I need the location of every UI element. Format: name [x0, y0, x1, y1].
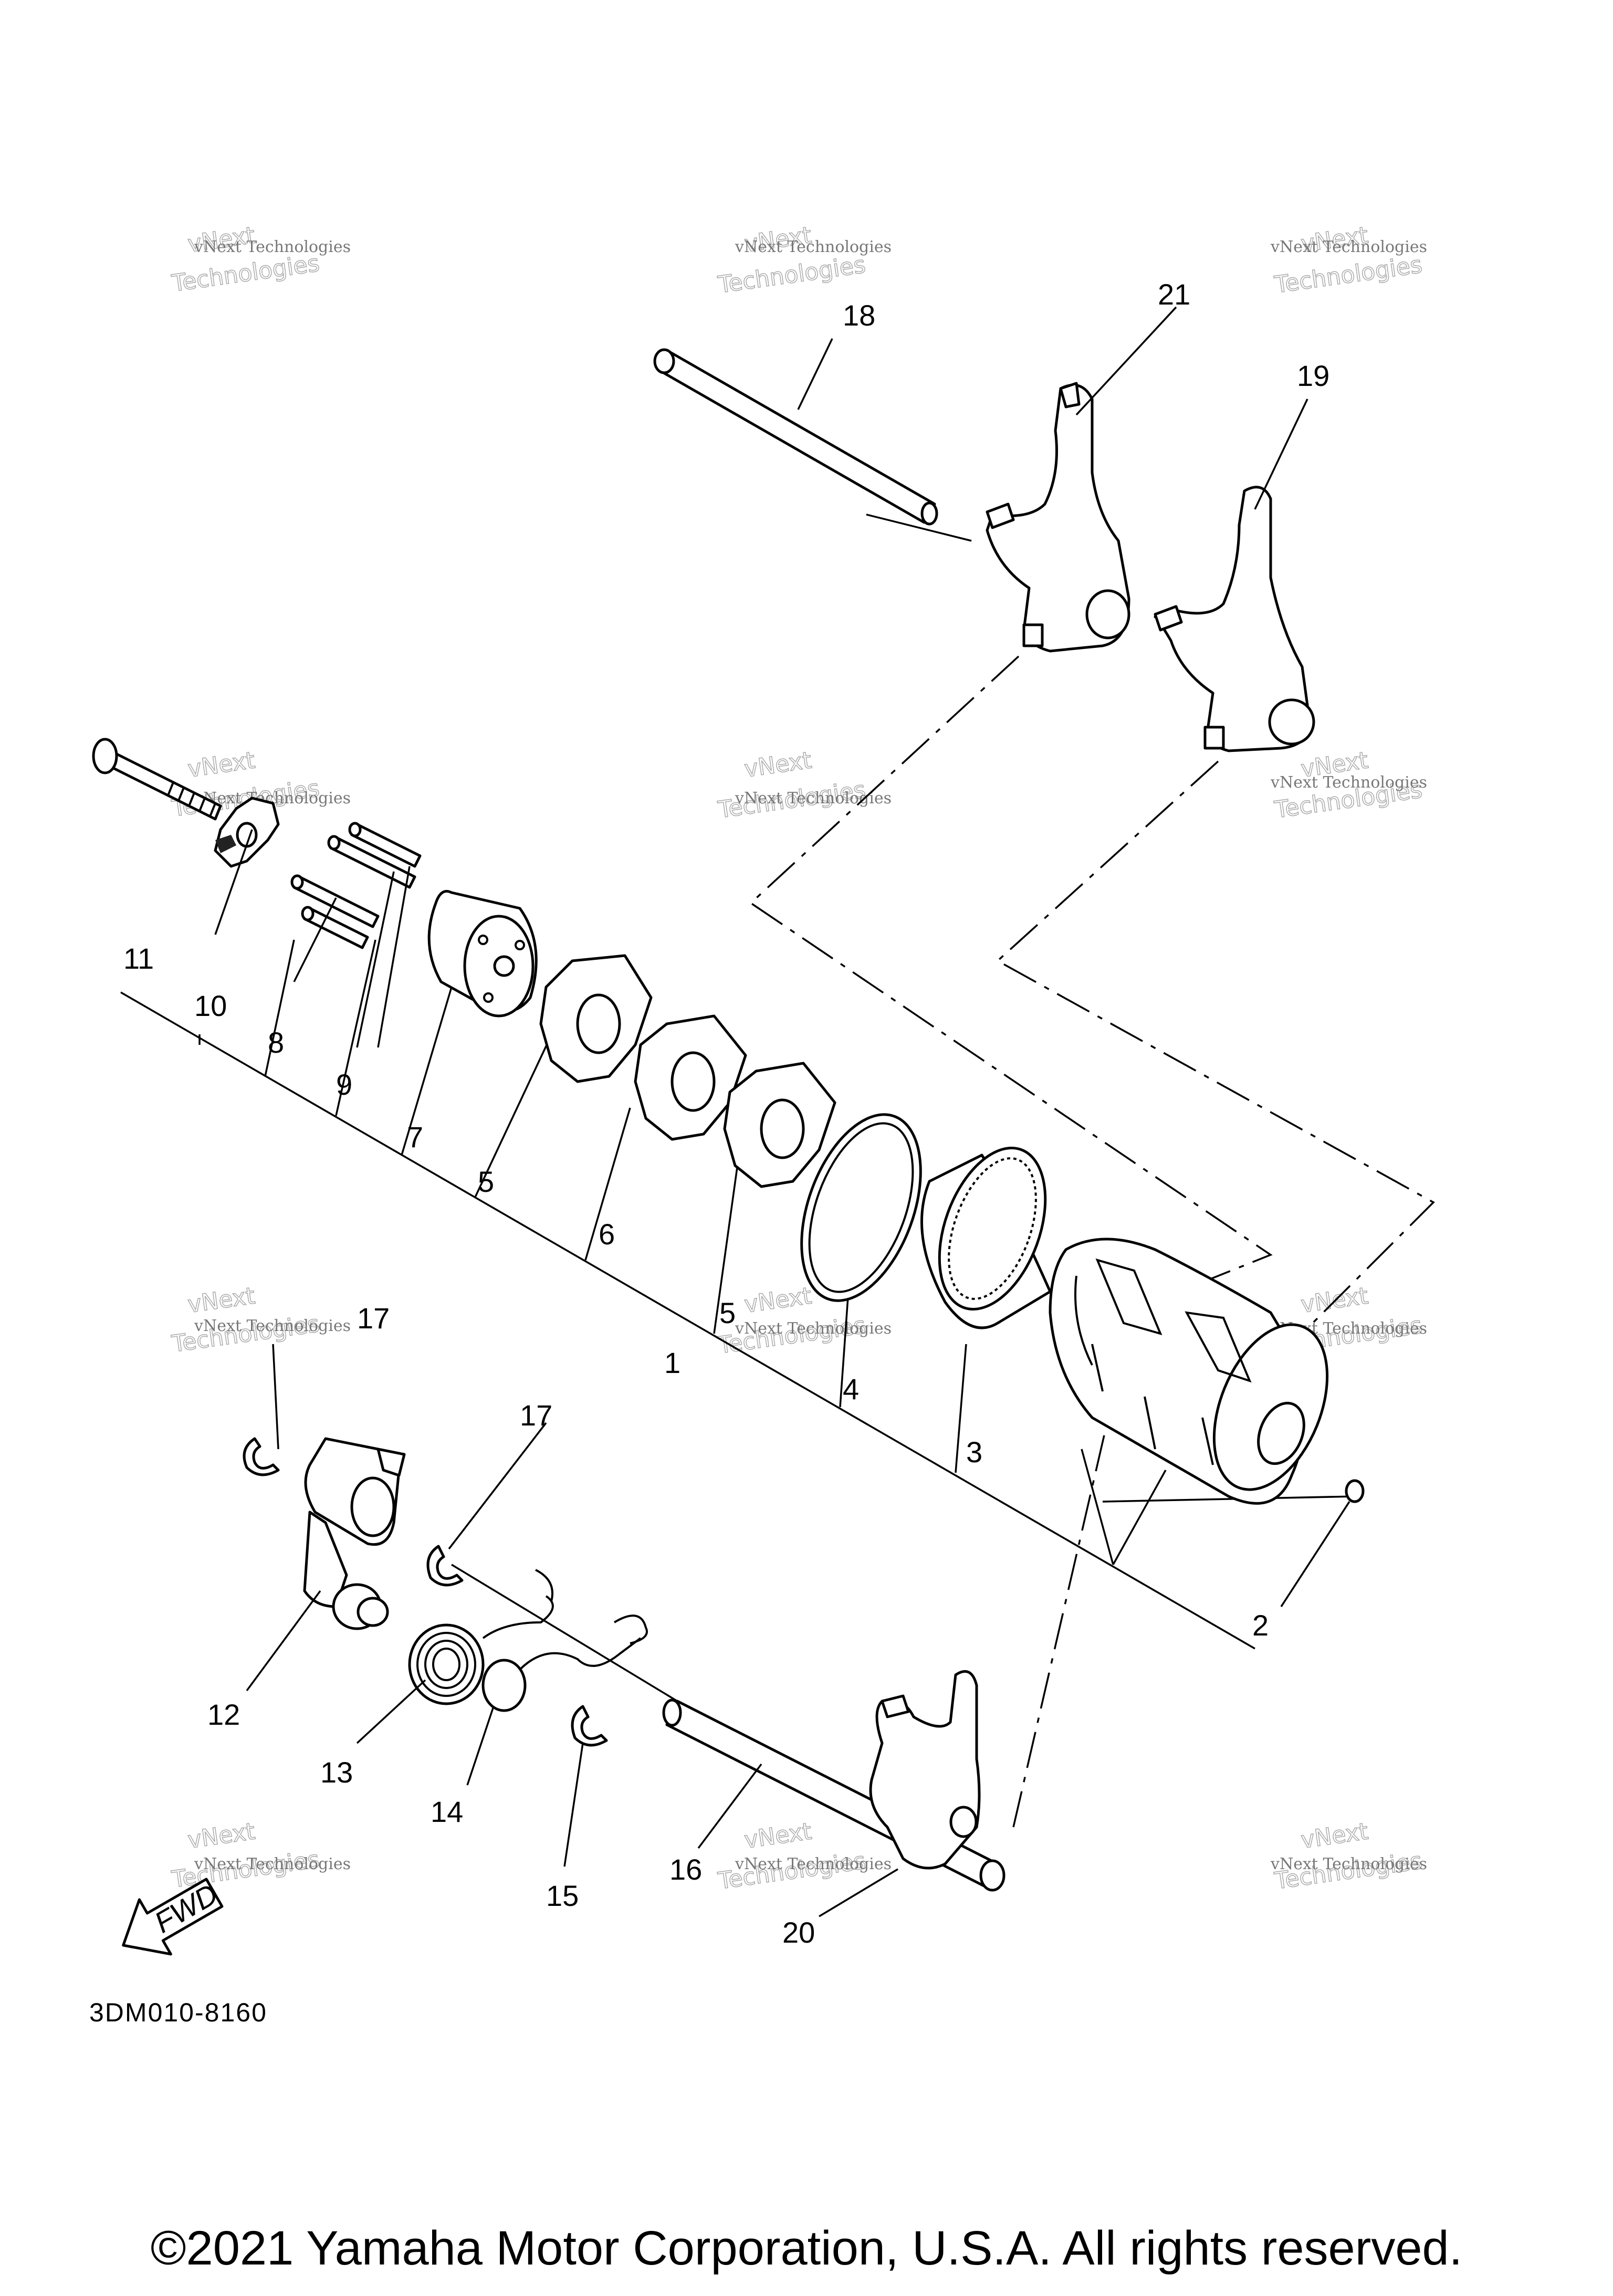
watermark: vNext Technologies	[194, 1855, 351, 1873]
part-8-pins	[290, 874, 380, 949]
watermark: vNext	[1299, 1818, 1369, 1853]
part-3-bearing	[920, 1147, 1052, 1329]
callouts: 1 2 3 4 5 5 6 7 8 9 10 11 12 13 14 15 16…	[123, 278, 1329, 1949]
part-5-plate-a	[539, 954, 653, 1083]
watermark: Technologies	[1273, 251, 1424, 299]
callout-11: 11	[123, 942, 154, 975]
part-13-spring	[408, 1623, 485, 1705]
bolt-thread	[167, 782, 216, 817]
callout-8: 8	[268, 1026, 284, 1059]
callout-4: 4	[843, 1372, 859, 1406]
callout-15: 15	[546, 1879, 579, 1912]
watermark: vNext	[186, 1282, 256, 1318]
watermark: vNext Technologies	[735, 1319, 892, 1338]
watermark: vNext Technologies	[735, 238, 892, 256]
callout-leaders	[214, 306, 1350, 1917]
part-11-bolt	[92, 738, 222, 821]
watermark: vNext Technologies	[735, 1855, 892, 1873]
watermark: vNext Technologies	[194, 1317, 351, 1335]
part-2-shift-drum	[1049, 1238, 1365, 1505]
diagram-code: 3DM010-8160	[89, 1998, 267, 2027]
watermark: vNext Technologies	[1270, 1855, 1427, 1873]
callout-9: 9	[336, 1068, 352, 1101]
callout-1: 1	[664, 1346, 680, 1379]
part-12-shift-arm	[303, 1437, 406, 1630]
callout-17b: 17	[520, 1399, 552, 1432]
callout-5b: 5	[719, 1296, 736, 1329]
part-10-segment	[214, 796, 280, 868]
part-21-shift-fork	[986, 382, 1130, 653]
part-20-shift-fork	[869, 1670, 981, 1870]
part-18-shift-shaft	[653, 348, 938, 526]
callout-20: 20	[782, 1916, 815, 1949]
watermark: vNext Technologies	[1270, 238, 1427, 256]
part-17-circlip-a	[243, 1437, 280, 1476]
watermark: vNext Technologies	[194, 238, 351, 256]
part-17-circlip-b	[426, 1545, 464, 1587]
callout-13: 13	[320, 1756, 353, 1789]
watermark: vNext Technologies	[1270, 773, 1427, 792]
watermark: vNext	[742, 1818, 813, 1853]
part-4-circlip	[800, 1113, 922, 1302]
watermark: vNext	[742, 747, 813, 782]
callout-21: 21	[1158, 278, 1190, 311]
part-14-return-spring	[481, 1569, 648, 1712]
callout-14: 14	[431, 1795, 463, 1828]
callout-18: 18	[843, 299, 875, 332]
part-5-plate-b	[723, 1062, 836, 1188]
callout-7: 7	[407, 1120, 423, 1154]
watermark: vNext Technologies	[735, 789, 892, 808]
callout-17a: 17	[357, 1302, 390, 1335]
guide-lines	[749, 513, 1435, 1828]
callout-12: 12	[207, 1698, 240, 1731]
callout-3: 3	[966, 1435, 982, 1469]
watermark: vNext	[742, 1282, 813, 1318]
watermark: Technologies	[716, 251, 867, 299]
copyright-notice: ©2021 Yamaha Motor Corporation, U.S.A. A…	[150, 2221, 1463, 2275]
part-6-plate	[634, 1014, 747, 1141]
callout-2: 2	[1252, 1609, 1269, 1642]
part-19-shift-fork	[1154, 486, 1315, 752]
callout-10: 10	[194, 989, 227, 1022]
watermark-group: vNext Technologies vNext Technologies vNe…	[170, 222, 1427, 1895]
part-7-drum-segment	[427, 890, 538, 1018]
callout-16: 16	[669, 1853, 702, 1886]
callout-6: 6	[599, 1218, 615, 1251]
part-9-pins	[327, 822, 422, 889]
callout-19: 19	[1297, 359, 1329, 392]
watermark: vNext	[186, 747, 256, 782]
watermark: vNext	[186, 1818, 256, 1853]
callout-5a: 5	[478, 1165, 494, 1198]
part-15-circlip	[571, 1705, 608, 1747]
